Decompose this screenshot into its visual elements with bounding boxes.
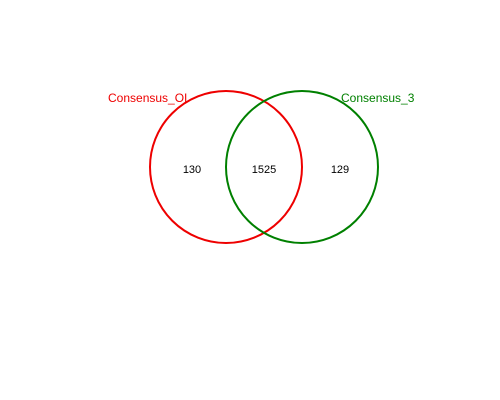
count-only-b: 129 <box>331 164 349 176</box>
set-b-circle <box>225 90 379 244</box>
set-b-label: Consensus_3 <box>341 91 415 105</box>
set-a-label: Consensus_OI <box>108 91 187 105</box>
count-intersection: 1525 <box>252 164 276 176</box>
count-only-a: 130 <box>183 164 201 176</box>
set-a-circle <box>149 90 303 244</box>
